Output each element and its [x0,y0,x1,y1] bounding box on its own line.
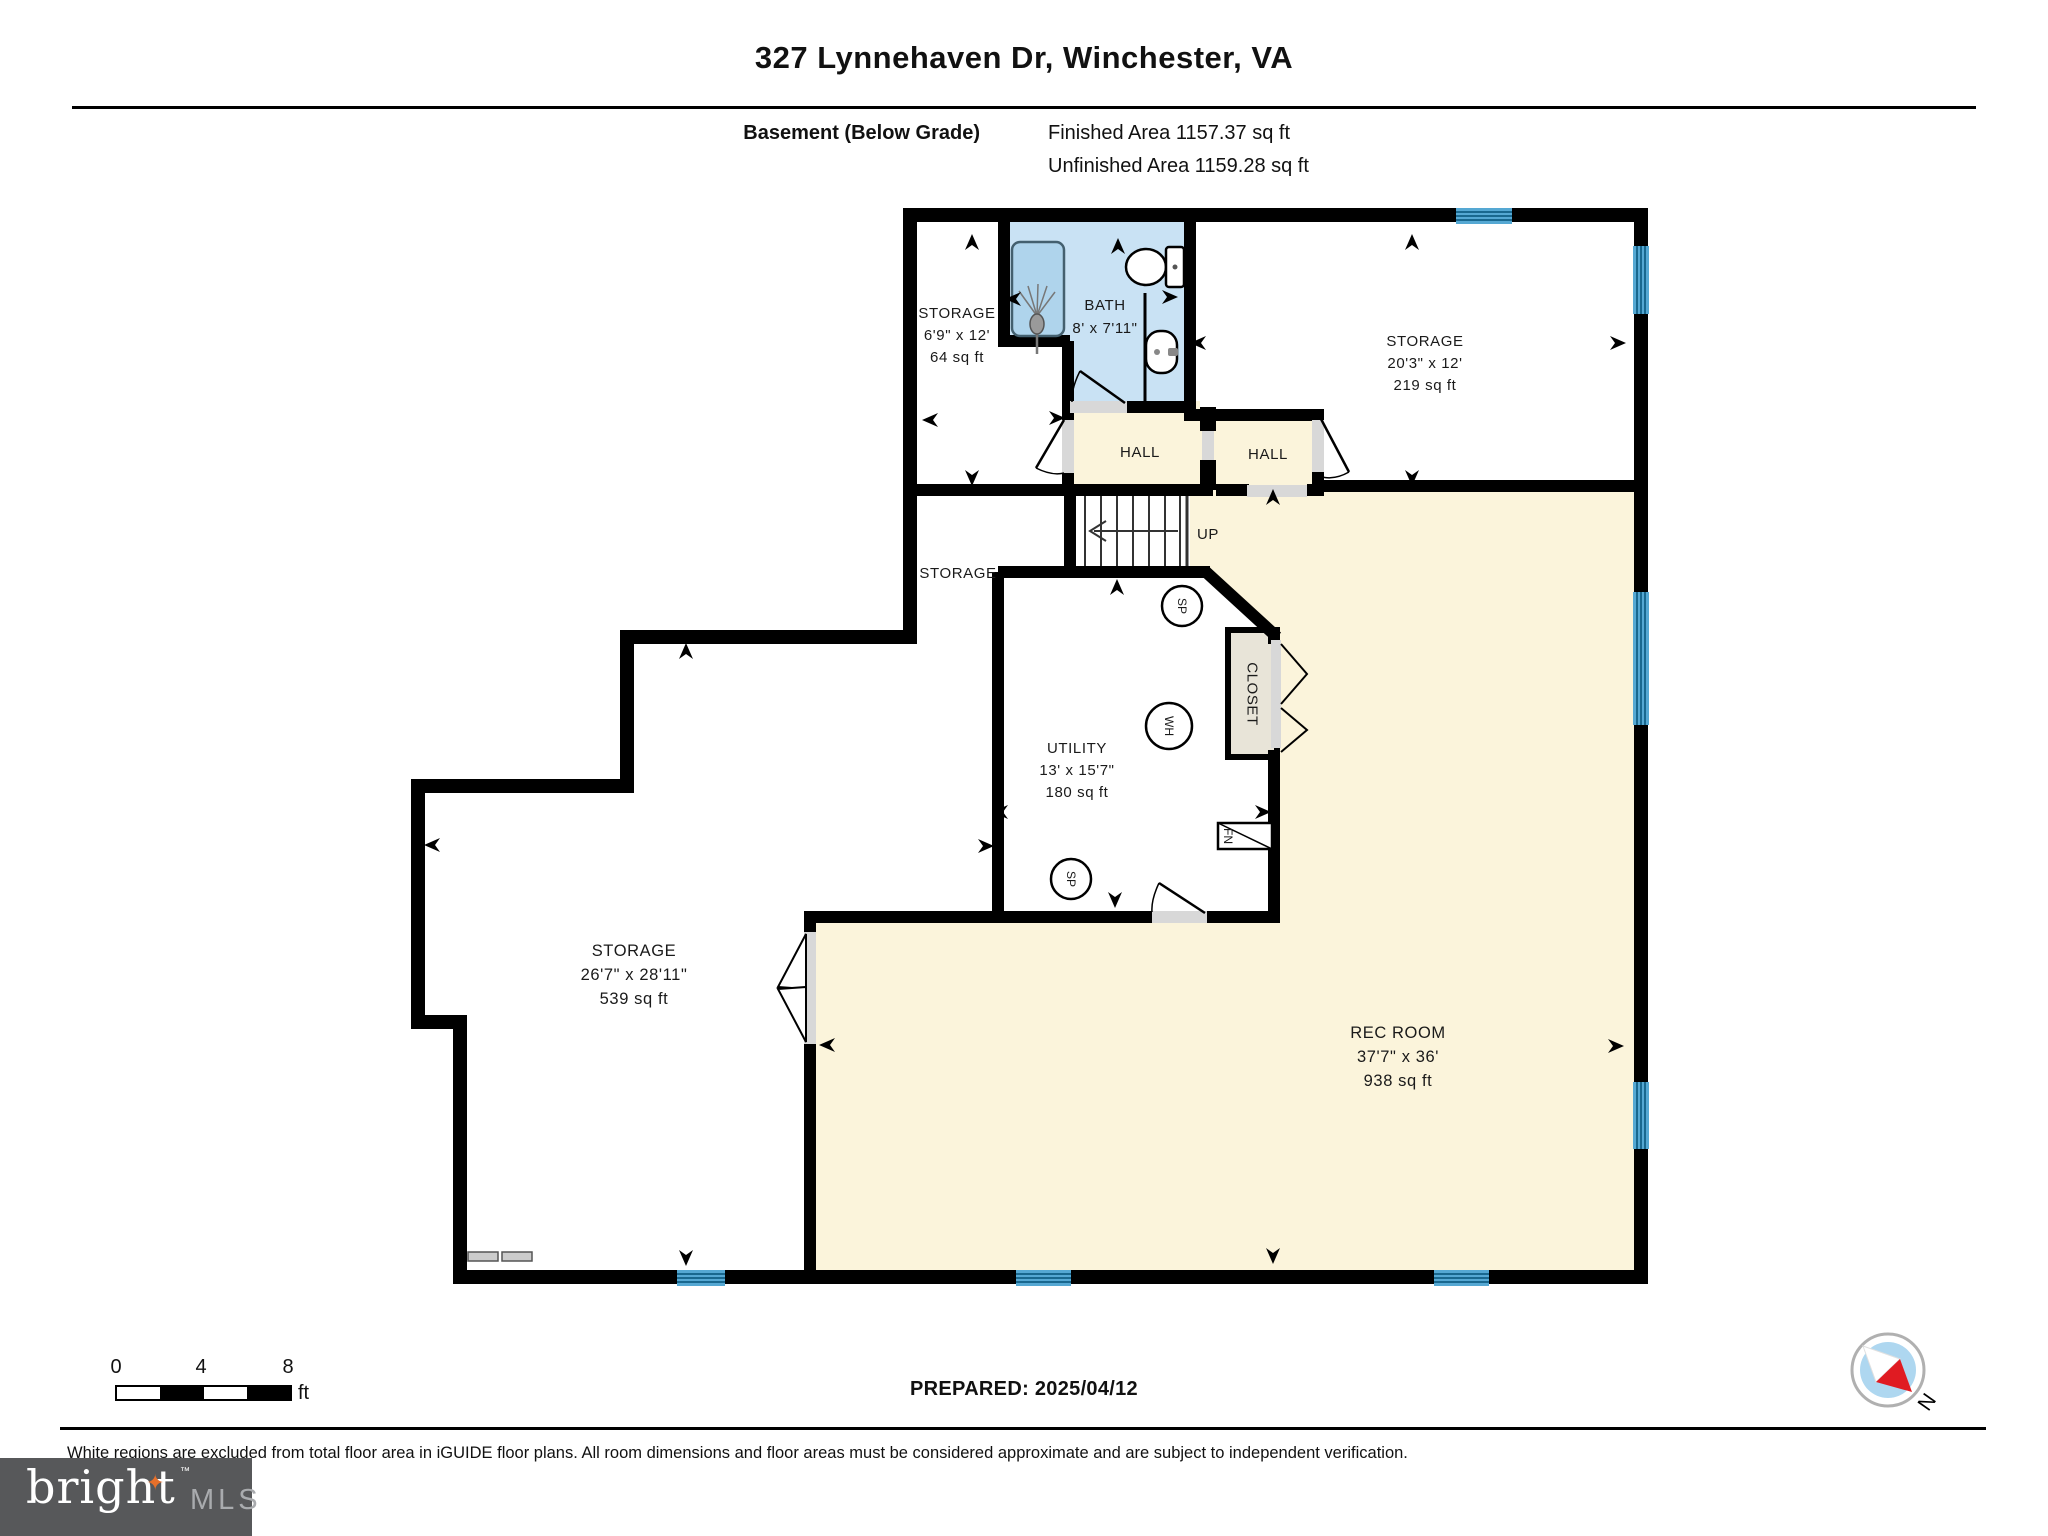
logo-tm: ™ [180,1466,190,1477]
sump-pump-1 [1160,584,1204,628]
page-title: 327 Lynnehaven Dr, Winchester, VA [754,40,1294,75]
disclaimer-text: White regions are excluded from total fl… [67,1444,1408,1462]
furnace-label: FN [1221,828,1235,844]
svg-text:37'7" x 36': 37'7" x 36' [1357,1048,1439,1066]
rec-double-doors [776,933,807,1043]
window-bottom-2 [1016,1270,1071,1286]
window-right-1 [1633,246,1649,314]
svg-text:6'9" x 12': 6'9" x 12' [924,327,990,344]
hall1-floor [1068,401,1200,490]
window-wells [467,1251,533,1262]
svg-text:STORAGE: STORAGE [918,305,995,322]
finished-area: Finished Area 1157.37 sq ft [1048,122,1291,144]
label-utility: UTILITY 13' x 15'7" 180 sq ft [1039,740,1114,801]
stairs [1084,492,1189,568]
water-heater [1144,701,1194,751]
utility-equipment [1049,584,1204,901]
label-storage-big: STORAGE 26'7" x 28'11" 539 sq ft [581,942,688,1008]
svg-text:219 sq ft: 219 sq ft [1394,377,1457,394]
label-rec-room: REC ROOM 37'7" x 36' 938 sq ft [1350,1024,1446,1090]
scale-tick-0: 0 [110,1356,122,1378]
camera-arrows [424,234,1626,1266]
window-right-3 [1633,1082,1649,1149]
svg-text:539 sq ft: 539 sq ft [600,990,669,1008]
label-hall2: HALL [1248,446,1288,463]
shower-head [1018,283,1056,354]
label-storage-strip: STORAGE [919,565,996,582]
unfinished-area: Unfinished Area 1159.28 sq ft [1048,155,1309,177]
rec-room-floor [810,490,1641,1277]
outer-wall [411,208,1648,1284]
header-divider [72,106,1976,109]
utility-door [1151,881,1206,915]
svg-text:UTILITY: UTILITY [1047,740,1107,757]
scale-tick-8: 8 [282,1356,294,1378]
label-hall1: HALL [1120,444,1160,461]
svg-text:REC ROOM: REC ROOM [1350,1024,1446,1042]
sump-pump-2 [1049,857,1093,901]
bath-door [1071,369,1126,405]
scale-bar [115,1385,292,1401]
bright-mls-logo: bright ✦ ™ MLS [0,1458,258,1536]
windows [677,208,1649,1286]
doors [776,369,1351,1043]
sink [1144,329,1179,375]
window-top [1456,208,1512,224]
svg-text:20'3" x 12': 20'3" x 12' [1387,355,1462,372]
logo-star-icon: ✦ [146,1470,165,1495]
svg-text:13' x 15'7": 13' x 15'7" [1039,762,1114,779]
svg-text:WH: WH [1162,716,1176,736]
window-bottom-1 [677,1270,725,1286]
label-storage-right: STORAGE 20'3" x 12' 219 sq ft [1386,333,1463,394]
logo-brand-text: bright [26,1460,176,1514]
scale-tick-4: 4 [195,1356,207,1378]
prepared-date: PREPARED: 2025/04/12 [910,1378,1138,1400]
svg-text:26'7" x 28'11": 26'7" x 28'11" [581,966,688,984]
svg-text:64 sq ft: 64 sq ft [930,349,984,366]
footer-divider [60,1427,1986,1430]
svg-text:SP: SP [1064,871,1078,887]
svg-text:8' x 7'11": 8' x 7'11" [1072,320,1137,337]
walls [411,208,1648,1284]
scale-unit: ft [298,1382,310,1404]
label-closet: CLOSET [1244,662,1261,726]
svg-text:938 sq ft: 938 sq ft [1364,1072,1433,1090]
label-storage-small: STORAGE 6'9" x 12' 64 sq ft [918,305,995,366]
window-bottom-3 [1434,1270,1489,1286]
equipment-labels: SP WH SP [1064,598,1189,887]
floor-label: Basement (Below Grade) [743,122,980,144]
furnace: FN [1216,821,1274,851]
svg-text:BATH: BATH [1084,297,1125,314]
bath-fixtures [1010,240,1186,405]
stairs-arrowhead [1088,520,1107,542]
svg-text:SP: SP [1175,598,1189,614]
toilet [1124,245,1186,289]
hall-storage-door [1034,419,1066,475]
closet-bifold-doors [1280,643,1309,753]
storage-right-door [1319,418,1351,479]
label-up: UP [1197,526,1219,543]
window-right-2 [1633,592,1649,725]
compass-icon: N [1850,1332,1940,1414]
logo-mls-text: MLS [190,1484,262,1516]
svg-text:180 sq ft: 180 sq ft [1046,784,1109,801]
label-bath: BATH 8' x 7'11" [1072,297,1137,337]
svg-text:STORAGE: STORAGE [592,942,677,960]
room-labels: STORAGE 6'9" x 12' 64 sq ft BATH 8' x 7'… [581,297,1463,1090]
svg-text:STORAGE: STORAGE [1386,333,1463,350]
compass-needle-red [1876,1359,1912,1392]
